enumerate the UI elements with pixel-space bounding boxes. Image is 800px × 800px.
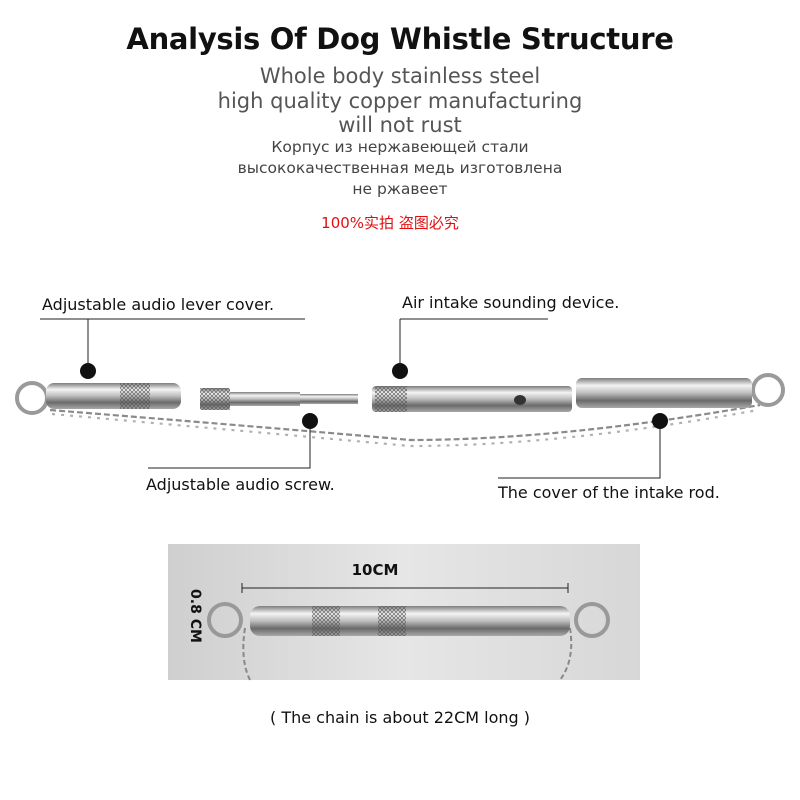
callout-leaders	[40, 318, 661, 479]
size-photo-chain	[242, 627, 573, 681]
assembled-whistle	[250, 606, 570, 636]
description-ru-line-3: не ржавеет	[352, 180, 448, 198]
description-ru-line-2: высококачественная медь изготовлена	[237, 159, 563, 177]
rod-cover-part	[576, 378, 752, 408]
callout-dots	[80, 363, 668, 429]
length-dimension-line	[241, 583, 569, 593]
intake-device-part	[372, 386, 572, 412]
key-ring-left	[15, 381, 49, 415]
authenticity-tag: 100%实拍 盗图必究	[321, 214, 459, 232]
label-audio-screw: Adjustable audio screw.	[146, 475, 335, 494]
chain	[49, 403, 761, 448]
label-rod-cover: The cover of the intake rod.	[498, 483, 720, 502]
page-title: Analysis Of Dog Whistle Structure	[126, 22, 674, 56]
diameter-dimension-label: 0.8 CM	[186, 589, 203, 643]
label-intake-device: Air intake sounding device.	[402, 293, 620, 312]
length-dimension-label: 10CM	[351, 561, 399, 579]
description-en-line-1: Whole body stainless steel	[259, 64, 541, 88]
description-en-line-3: will not rust	[338, 113, 462, 137]
description-ru-line-1: Корпус из нержавеющей стали	[271, 138, 529, 156]
description-en-line-2: high quality copper manufacturing	[217, 89, 583, 113]
label-lever-cover: Adjustable audio lever cover.	[42, 295, 275, 314]
chain-length-note: ( The chain is about 22CM long )	[270, 708, 530, 727]
audio-screw-part	[200, 388, 358, 410]
key-ring-right	[751, 373, 785, 407]
lever-cover-part	[46, 383, 181, 409]
